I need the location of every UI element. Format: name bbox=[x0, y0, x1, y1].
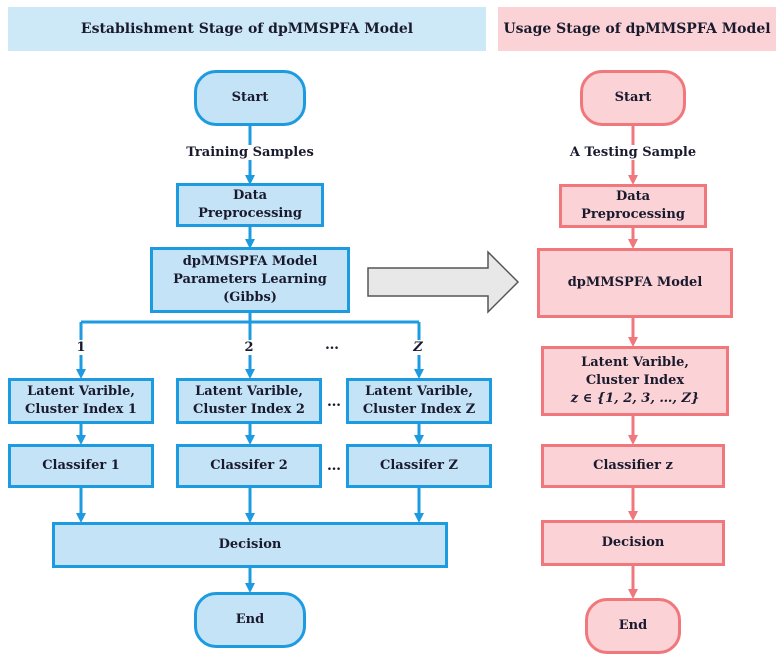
branch-label-1: 1 bbox=[72, 340, 90, 355]
right-end-node: End bbox=[585, 598, 681, 654]
stage-transition-arrow bbox=[367, 250, 520, 314]
latent-cluster-box-2: Latent Varible,Cluster Index 2 bbox=[176, 378, 322, 424]
establishment-stage-title: Establishment Stage of dpMMSPFA Model bbox=[8, 7, 486, 51]
latent-cluster-box-1: Latent Varible,Cluster Index 1 bbox=[8, 378, 154, 424]
classifier-box-1: Classifer 1 bbox=[8, 444, 154, 488]
usage-stage-title: Usage Stage of dpMMSPFA Model bbox=[498, 7, 776, 51]
classifier-ellipsis: … bbox=[327, 458, 341, 474]
left-start-node: Start bbox=[194, 70, 306, 126]
classifier-box-2: Classifer 2 bbox=[176, 444, 322, 488]
branch-label-z: Z bbox=[409, 340, 427, 355]
training-samples-label: Training Samples bbox=[170, 145, 330, 160]
latent-ellipsis: … bbox=[327, 394, 341, 410]
right-model-box: dpMMSPFA Model bbox=[537, 248, 733, 318]
left-end-node: End bbox=[194, 592, 306, 648]
classifier-box-z: Classifer Z bbox=[346, 444, 492, 488]
testing-sample-label: A Testing Sample bbox=[553, 145, 713, 160]
right-classifier-box: Classifier z bbox=[541, 444, 725, 488]
latent-cluster-box-z: Latent Varible,Cluster Index Z bbox=[346, 378, 492, 424]
left-decision-box: Decision bbox=[52, 522, 448, 568]
branch-label-ellipsis: … bbox=[325, 337, 339, 353]
branch-label-2: 2 bbox=[240, 340, 258, 355]
right-decision-box: Decision bbox=[541, 520, 725, 566]
right-start-node: Start bbox=[580, 70, 686, 126]
